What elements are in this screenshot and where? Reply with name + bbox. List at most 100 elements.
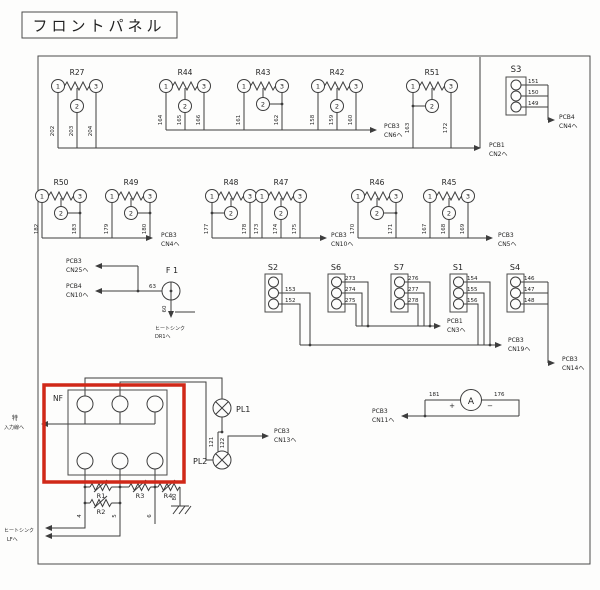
label-bottom-r3: R3 <box>136 492 145 500</box>
label-pins-p3: 3 <box>394 193 398 201</box>
label-pins-p2: 2 <box>430 103 434 111</box>
label-pins-p1: 1 <box>242 83 246 91</box>
label-pins-p3: 3 <box>298 193 302 201</box>
title-box <box>21 11 178 39</box>
label-pins-p2: 2 <box>447 210 451 218</box>
label-mid-cn25-l1: PCB3 <box>66 258 82 265</box>
label-row1-r42-w2: 159 <box>329 114 335 125</box>
label-row2-r50-w3: 183 <box>72 223 78 234</box>
label-pins-p1: 1 <box>110 193 114 201</box>
label-row1-r43-w3: 162 <box>274 115 280 126</box>
label-pins-p1: 1 <box>260 193 264 201</box>
label-bottom-r2: R2 <box>97 508 106 516</box>
label-mid-s2-name: S2 <box>268 263 278 272</box>
label-row1-cn6-l2: CN6へ <box>384 132 403 139</box>
label-row1-r42-name: R42 <box>330 68 345 77</box>
label-row2-r50-name: R50 <box>54 178 69 187</box>
label-bottom-r4: R4 <box>164 492 173 500</box>
label-pins-p1: 1 <box>56 83 60 91</box>
label-pins-p1: 1 <box>356 193 360 201</box>
label-bottom-pl2-name: PL2 <box>193 457 207 466</box>
label-row2-r48-name: R48 <box>224 178 239 187</box>
label-bottom-input-l2: 入力線へ <box>4 424 24 431</box>
label-mid-s6-w2: 274 <box>345 287 356 293</box>
label-row1-r27-w3: 204 <box>88 125 94 136</box>
label-row1-r43-w1: 161 <box>236 115 242 126</box>
label-row1-r43-name: R43 <box>256 68 271 77</box>
label-row2-r49-name: R49 <box>124 178 139 187</box>
label-row2-r45-name: R45 <box>442 178 457 187</box>
label-bottom-hs_lf-l2: LFへ <box>7 537 18 543</box>
label-row1-s3-w2: 150 <box>528 90 539 96</box>
label-mid-cn14-l1: PCB3 <box>562 356 578 363</box>
label-bottom-cn13-l2: CN13へ <box>274 437 296 444</box>
label-row1-cn2-l2: CN2へ <box>489 151 508 158</box>
label-pins-p1: 1 <box>428 193 432 201</box>
label-mid-cn3-l1: PCB1 <box>447 318 463 325</box>
label-row2-r47-w3: 175 <box>292 223 298 234</box>
label-row2-r45-w1: 167 <box>422 223 428 234</box>
page-title: フロントパネル <box>32 17 165 35</box>
label-mid-s2-w3: 152 <box>285 298 296 304</box>
label-row2-r47-name: R47 <box>274 178 289 187</box>
label-pins-p3: 3 <box>202 83 206 91</box>
label-mid-s7-name: S7 <box>394 263 404 272</box>
label-row1-cn4b-l1: PCB4 <box>559 114 575 121</box>
label-bottom-meter-minus: − <box>487 402 493 410</box>
label-mid-s1-name: S1 <box>453 263 463 272</box>
label-pins-p3: 3 <box>78 193 82 201</box>
red-highlight-annotation <box>42 383 186 484</box>
label-mid-s7-w2: 277 <box>408 287 419 293</box>
label-row2-r48-w3: 178 <box>242 223 248 234</box>
label-bottom-pl2-w1: 121 <box>209 437 215 448</box>
label-mid-s2-w2: 153 <box>285 287 296 293</box>
label-pins-p2: 2 <box>75 103 79 111</box>
label-pins-p2: 2 <box>279 210 283 218</box>
label-pins-p2: 2 <box>59 210 63 218</box>
label-mid-cn14-l2: CN14へ <box>562 365 584 372</box>
label-row1-r44-w1: 164 <box>158 114 164 125</box>
label-pins-p2: 2 <box>261 101 265 109</box>
ammeter-symbol <box>460 389 482 411</box>
label-mid-cn25-l2: CN25へ <box>66 267 88 274</box>
label-bottom-nf-name: NF <box>53 394 63 403</box>
label-bottom-n5: 5 <box>112 514 118 518</box>
lamp-pl1-symbol <box>212 398 232 418</box>
pin-terminals <box>35 79 475 220</box>
label-mid-hs_dr-l2: DR1へ <box>155 334 171 340</box>
label-pins-p2: 2 <box>229 210 233 218</box>
label-pins-p3: 3 <box>148 193 152 201</box>
label-row1-r44-name: R44 <box>178 68 193 77</box>
label-mid-f1-name: F 1 <box>166 266 178 275</box>
label-pins-p1: 1 <box>316 83 320 91</box>
label-bottom-pl1-name: PL1 <box>236 405 250 414</box>
noise-filter-box <box>67 389 168 476</box>
label-mid-s6-w1: 273 <box>345 276 356 282</box>
label-pins-p2: 2 <box>129 210 133 218</box>
wires <box>41 84 555 539</box>
switch-bodies <box>264 76 527 313</box>
label-row2-r46-w1: 170 <box>350 223 356 234</box>
label-mid-s7-w3: 278 <box>408 298 419 304</box>
label-mid-cn19-l1: PCB3 <box>508 337 524 344</box>
label-bottom-r1: R1 <box>97 492 106 500</box>
label-pins-p1: 1 <box>210 193 214 201</box>
label-row1-r27-w1: 202 <box>50 126 56 137</box>
label-row2-r50-w1: 182 <box>34 224 40 235</box>
label-bottom-meter-symbol: A <box>468 397 475 407</box>
label-pins-p2: 2 <box>335 103 339 111</box>
label-bottom-meter-w_left: 181 <box>429 392 440 398</box>
label-row2-r49-w1: 179 <box>104 223 110 234</box>
label-bottom-n6: 6 <box>147 514 153 518</box>
label-mid-s1-w1: 154 <box>467 276 478 282</box>
label-mid-f1-wire: 63 <box>149 284 156 290</box>
label-row2-cn5-l2: CN5へ <box>498 241 517 248</box>
label-mid-s1-w3: 156 <box>467 298 478 304</box>
label-pins-p3: 3 <box>94 83 98 91</box>
label-bottom-cn11-l2: CN11へ <box>372 417 394 424</box>
label-mid-s4-w1: 146 <box>524 276 535 282</box>
label-bottom-pl2-w2: 122 <box>220 438 226 449</box>
label-row2-cn10-l1: PCB3 <box>331 232 347 239</box>
